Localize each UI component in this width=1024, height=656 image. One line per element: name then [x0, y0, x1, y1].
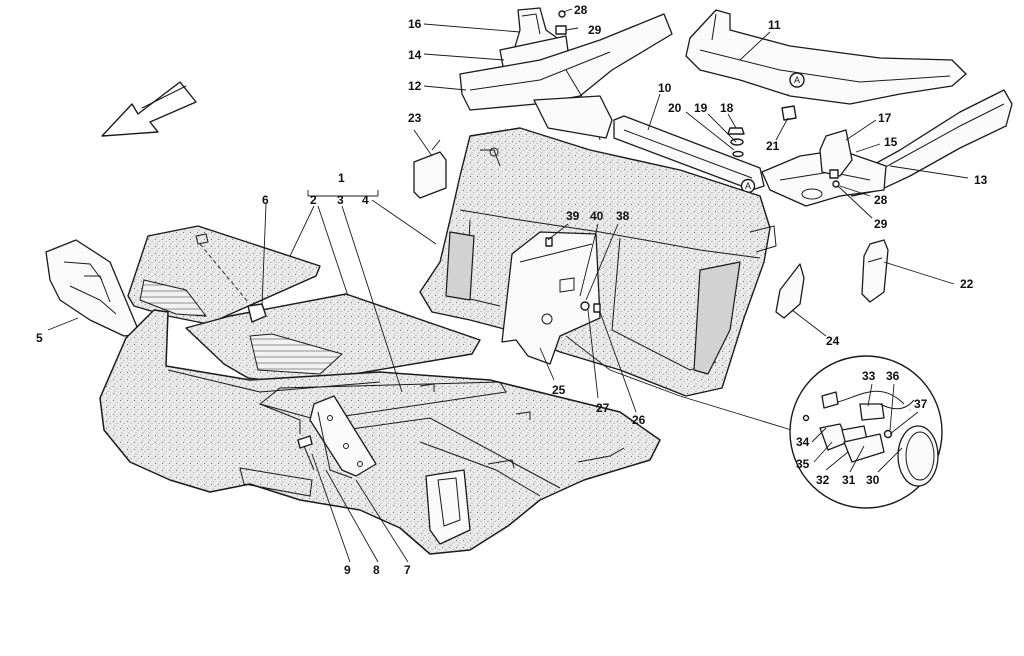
marker-a-upper: A — [789, 72, 805, 88]
fastener-19 — [730, 138, 744, 146]
bolt-9 — [297, 435, 315, 471]
callout-5: 5 — [36, 331, 43, 345]
part-24-clip — [775, 263, 805, 319]
callout-32: 32 — [816, 473, 830, 487]
callout-29-right: 29 — [874, 217, 888, 231]
callout-26: 26 — [632, 413, 646, 427]
fastener-27 — [580, 301, 590, 311]
callout-35: 35 — [796, 457, 810, 471]
part-10-panel-strip — [613, 115, 765, 191]
callout-29-left: 29 — [588, 23, 602, 37]
part-5-side-mat — [45, 239, 141, 337]
fastener-26 — [593, 303, 601, 313]
callout-7: 7 — [404, 563, 411, 577]
callout-12: 12 — [408, 79, 422, 93]
callout-20: 20 — [668, 101, 682, 115]
fastener-18 — [727, 127, 745, 135]
callout-25: 25 — [552, 383, 566, 397]
callout-15: 15 — [884, 135, 898, 149]
marker-a-label: A — [794, 75, 800, 85]
clip-6 — [247, 303, 267, 323]
fastener-28-left — [558, 10, 566, 18]
callout-9: 9 — [344, 563, 351, 577]
callout-18: 18 — [720, 101, 734, 115]
part-7-center-bracket — [309, 395, 377, 477]
part-22-clip — [861, 239, 889, 303]
callout-6: 6 — [262, 193, 269, 207]
callout-30: 30 — [866, 473, 880, 487]
part-11-cross-member — [685, 9, 967, 105]
part-17-bracket-cap — [819, 129, 853, 177]
callout-23: 23 — [408, 111, 422, 125]
fastener-29-left — [555, 25, 567, 35]
callout-34: 34 — [796, 435, 810, 449]
fastener-29-right — [829, 169, 839, 179]
callout-19: 19 — [694, 101, 708, 115]
callout-27: 27 — [596, 401, 610, 415]
callout-33: 33 — [862, 369, 876, 383]
callout-16: 16 — [408, 17, 422, 31]
callout-4: 4 — [362, 193, 369, 207]
leader-lines — [47, 8, 969, 563]
callout-22: 22 — [960, 277, 974, 291]
part-1-main-floor-carpet — [99, 309, 661, 555]
callout-8: 8 — [373, 563, 380, 577]
fastener-28-right — [832, 180, 840, 188]
callout-labels: 16 14 12 28 29 11 10 20 19 18 21 17 15 1… — [36, 3, 988, 577]
callout-21: 21 — [766, 139, 780, 153]
callout-3: 3 — [337, 193, 344, 207]
marker-a-lower: A — [787, 93, 789, 95]
callout-36: 36 — [886, 369, 900, 383]
callout-13: 13 — [974, 173, 988, 187]
callout-37: 37 — [914, 397, 928, 411]
fastener-21 — [781, 105, 797, 121]
part-12-tunnel-panel — [459, 13, 673, 141]
callout-39: 39 — [566, 209, 580, 223]
callout-28-left: 28 — [574, 3, 588, 17]
callout-31: 31 — [842, 473, 856, 487]
front-direction-arrow-icon — [101, 81, 197, 137]
callout-38: 38 — [616, 209, 630, 223]
part-8-bracket-plate — [317, 411, 353, 479]
fastener-20 — [732, 150, 744, 158]
callout-28-right: 28 — [874, 193, 888, 207]
marker-a-label: A — [745, 181, 751, 191]
part-25-center-mat — [501, 231, 601, 365]
part-23-side-trim — [413, 139, 447, 199]
callout-10: 10 — [658, 81, 672, 95]
callout-14: 14 — [408, 48, 422, 62]
callout-17: 17 — [878, 111, 892, 125]
callout-24: 24 — [826, 334, 840, 348]
detail-view-circle — [565, 335, 943, 509]
callout-2: 2 — [310, 193, 317, 207]
callout-1: 1 — [338, 171, 345, 185]
callout-40: 40 — [590, 209, 604, 223]
callout-11: 11 — [768, 18, 781, 32]
